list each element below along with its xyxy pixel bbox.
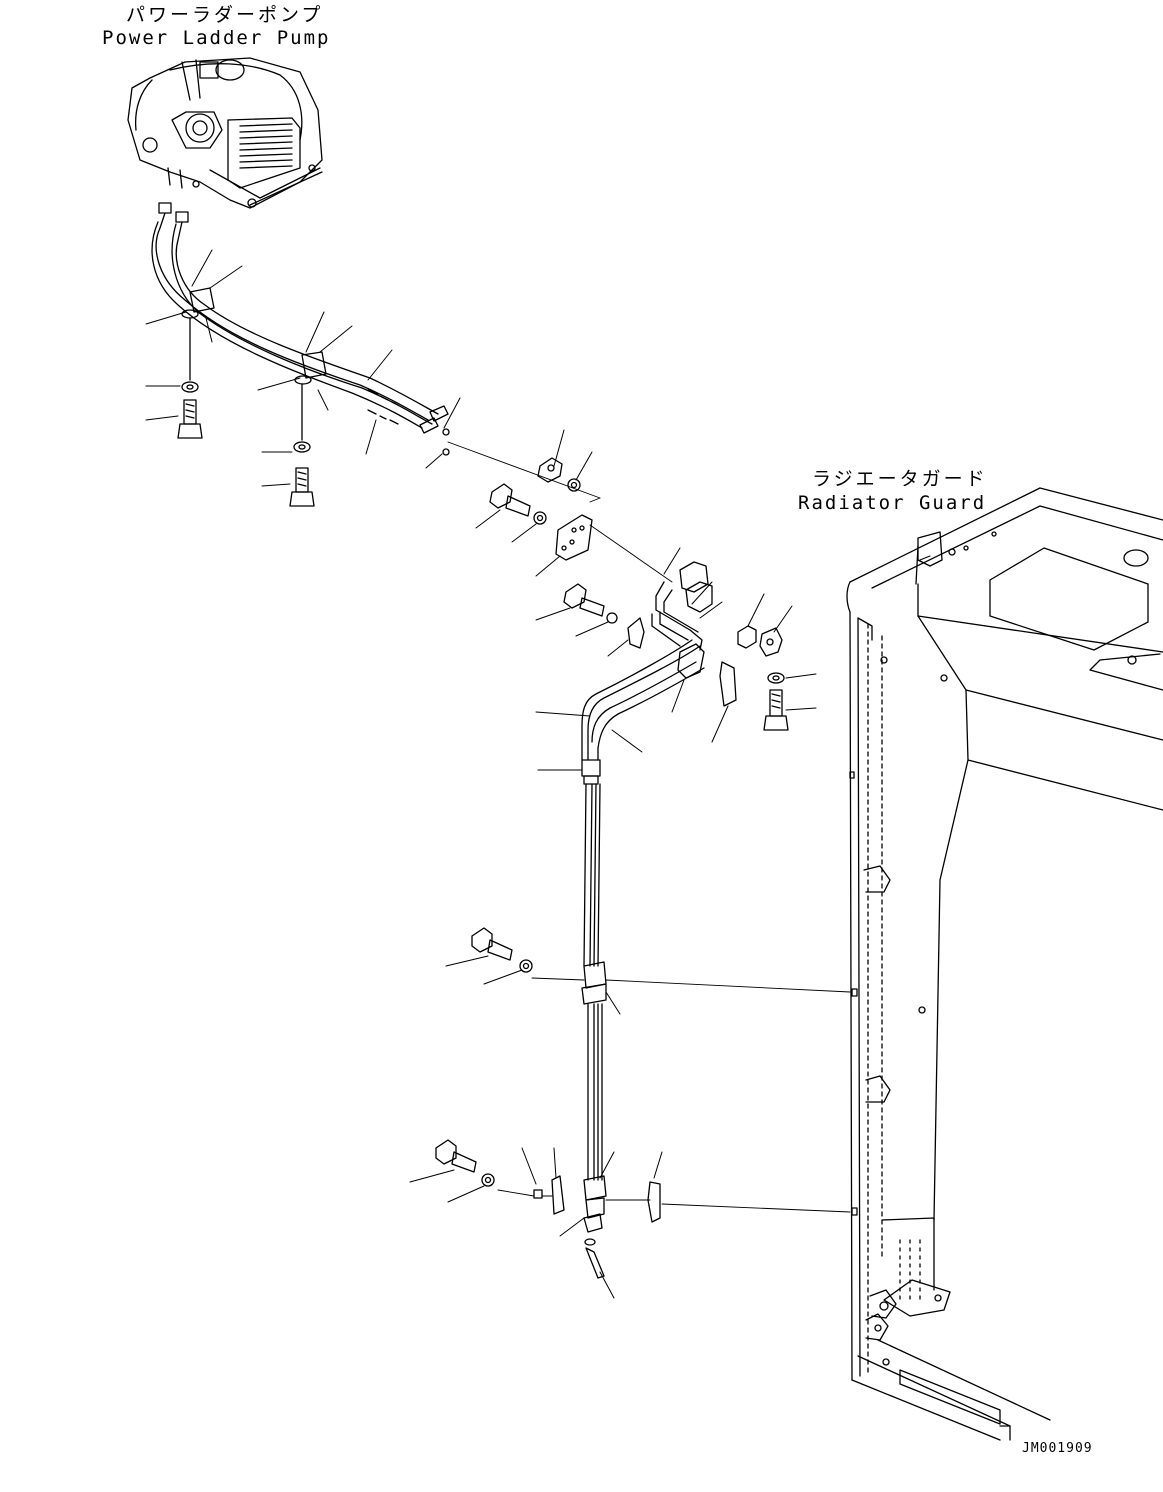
hose-clamps — [182, 288, 326, 440]
pump-assembly — [128, 58, 322, 208]
pump-label-jp: パワーラダーポンプ — [126, 4, 324, 26]
hardware-middle-right — [738, 626, 788, 730]
tube-assembly — [582, 562, 736, 1278]
hardware-lower-left — [436, 928, 660, 1222]
pump-label-en: Power Ladder Pump — [102, 27, 331, 49]
guard-label-en: Radiator Guard — [798, 492, 987, 514]
drawing-code: JM001909 — [1022, 1441, 1093, 1456]
o-rings — [443, 429, 449, 455]
radiator-guard — [847, 488, 1163, 1440]
guard-brackets-detail — [920, 556, 930, 560]
guard-label-jp: ラジエータガード — [812, 468, 988, 490]
hose-pair — [152, 203, 448, 433]
leader-lines-left — [146, 250, 460, 486]
guard-connection-lines — [498, 978, 850, 1212]
bracket-plate — [490, 458, 644, 648]
connection-lines — [448, 442, 672, 582]
leader-lines-middle — [476, 430, 628, 656]
hardware-left — [178, 382, 314, 506]
leader-lines-lower — [410, 548, 816, 1298]
